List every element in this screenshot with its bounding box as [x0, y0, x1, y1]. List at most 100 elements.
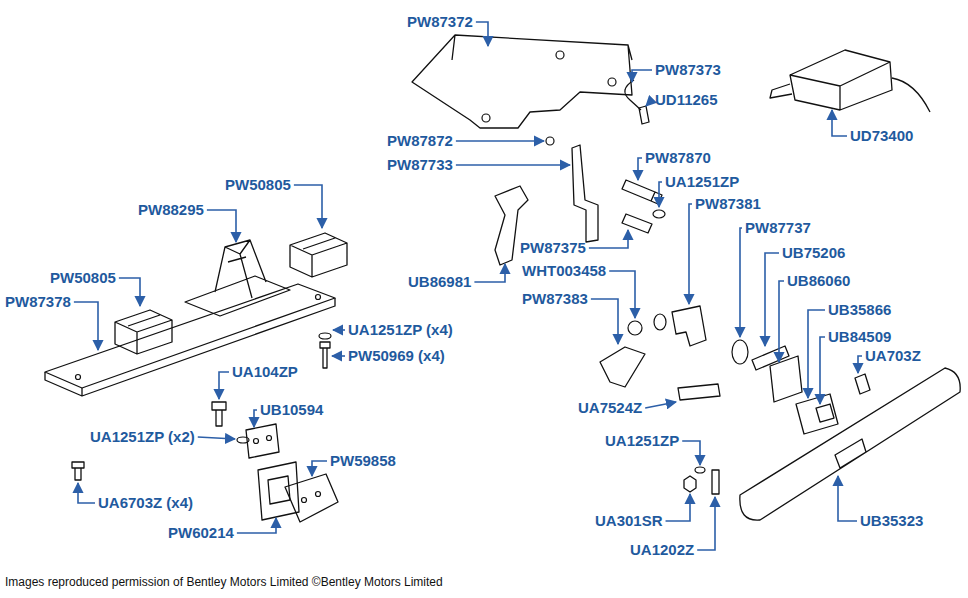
- part-number: UA1251ZP: [605, 432, 679, 450]
- leader-line: [689, 204, 692, 304]
- screw: [855, 374, 870, 394]
- leader-line: [476, 22, 488, 46]
- leader-line: [254, 410, 257, 427]
- part-number: PW50805: [225, 176, 291, 194]
- plate-hole: [267, 436, 272, 441]
- handle: [740, 368, 960, 520]
- part-number: UD11265: [655, 91, 718, 109]
- part-number: UB10594: [260, 401, 323, 419]
- leader-line: [237, 518, 276, 533]
- leader-line: [858, 356, 862, 373]
- part-number: UB35866: [828, 301, 891, 319]
- part-number: UA7524Z: [578, 399, 642, 417]
- part-number: UA1202Z: [630, 541, 694, 559]
- leader-line: [219, 372, 229, 399]
- leader-line: [638, 158, 642, 180]
- leader-line: [78, 483, 95, 503]
- part-number: PW87373: [655, 61, 721, 79]
- bolt: [622, 214, 652, 233]
- leader-line: [198, 437, 235, 439]
- link-bar: [572, 145, 598, 242]
- part-number: PW87375: [520, 239, 586, 257]
- nut: [608, 78, 616, 86]
- leader-line: [820, 337, 825, 404]
- gear: [732, 340, 748, 364]
- nut: [684, 476, 696, 492]
- bolt: [320, 342, 330, 368]
- leader-line: [765, 253, 779, 346]
- clip-plate: [246, 424, 279, 458]
- part-number: UB75206: [782, 244, 845, 262]
- nut: [628, 321, 642, 335]
- part-number: PW87372: [407, 13, 473, 31]
- bracket: [185, 240, 290, 316]
- part-number: PW87872: [387, 132, 453, 150]
- leader-line: [312, 461, 327, 476]
- leader-line: [659, 182, 662, 207]
- bracket: [672, 306, 706, 346]
- leader-line: [632, 70, 652, 82]
- part-number: WHT003458: [522, 262, 606, 280]
- part-number: UD73400: [850, 127, 913, 145]
- part-number: UB84509: [828, 328, 891, 346]
- plate-hole: [302, 498, 307, 503]
- lock-housing: [796, 394, 838, 434]
- plate-edge: [45, 298, 335, 396]
- leader-line: [646, 100, 652, 106]
- wire: [625, 80, 641, 110]
- leader-line: [697, 497, 715, 550]
- bolt: [678, 384, 720, 400]
- part-number: UA1251ZP: [665, 173, 739, 191]
- part-number: PW59858: [330, 452, 396, 470]
- leader-line: [740, 228, 742, 337]
- screw: [212, 402, 226, 426]
- part-number: UA104ZP: [232, 363, 298, 381]
- part-number: PW50969 (x4): [348, 347, 445, 365]
- bolt: [622, 180, 662, 204]
- part-number: UB86981: [408, 273, 471, 291]
- leader-line: [666, 494, 690, 521]
- part-number: UA703Z: [865, 347, 921, 365]
- washer: [695, 467, 705, 473]
- plate-hole: [316, 295, 321, 300]
- screw: [712, 470, 719, 494]
- leader-line: [808, 310, 825, 398]
- washer: [653, 210, 665, 218]
- leader-line: [333, 329, 345, 331]
- part-number: PW87381: [695, 195, 761, 213]
- leader-line: [779, 281, 784, 362]
- part-number: UB86060: [787, 272, 850, 290]
- striker-plate: [285, 474, 338, 522]
- nut: [556, 51, 564, 59]
- latch: [258, 462, 299, 520]
- part-number: UA1251ZP (x4): [348, 321, 453, 339]
- leader-line: [207, 210, 236, 242]
- leader-line: [591, 299, 618, 344]
- plate-hole: [316, 492, 321, 497]
- part-number: UA6703Z (x4): [98, 494, 193, 512]
- leader-line: [456, 164, 570, 166]
- lock-plate: [770, 356, 802, 402]
- part-number: PW87737: [745, 219, 811, 237]
- leader-line: [645, 402, 676, 408]
- support-bracket: [412, 35, 632, 128]
- part-number: PW87378: [5, 293, 71, 311]
- part-number: PW50805: [50, 269, 116, 287]
- leader-line: [589, 230, 628, 248]
- lock-part: [816, 404, 834, 422]
- switch-plunger: [770, 84, 792, 98]
- part-number: UB35323: [860, 512, 923, 530]
- part-number: PW88295: [138, 201, 204, 219]
- screw: [72, 462, 84, 480]
- switch-wire: [892, 78, 930, 112]
- washer: [654, 314, 666, 330]
- switch-body: [790, 50, 892, 110]
- part-number: UA1251ZP (x2): [90, 428, 195, 446]
- leader-line: [294, 185, 322, 228]
- washer: [319, 333, 331, 339]
- leader-line: [609, 271, 635, 318]
- leader-line: [474, 264, 505, 282]
- connector-pin: [639, 106, 649, 124]
